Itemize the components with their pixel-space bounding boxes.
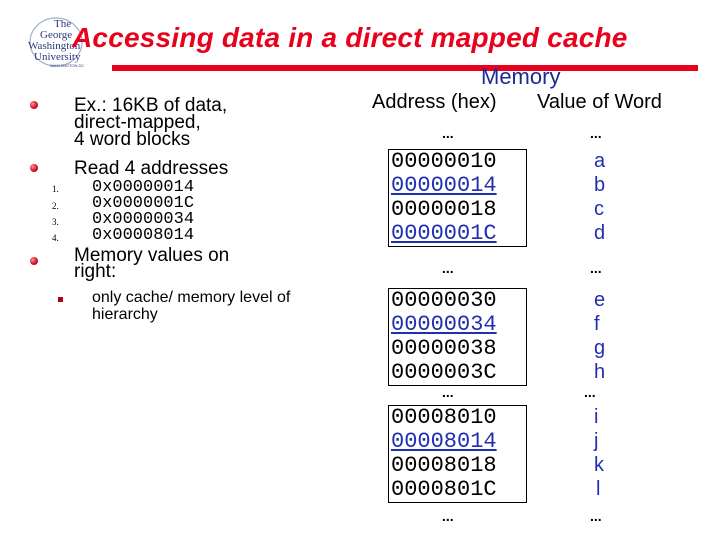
example-line-3: 4 word blocks: [74, 129, 191, 150]
ellipsis: ...: [590, 260, 602, 276]
memory-value: e: [594, 289, 606, 311]
read-addresses-label: Read 4 addresses: [74, 158, 229, 179]
memory-address: 00008014: [391, 429, 497, 454]
memory-block-3: [388, 405, 527, 503]
memory-value: l: [596, 478, 601, 500]
address-column-header: Address (hex): [372, 91, 497, 113]
memory-address: 0000003C: [391, 360, 497, 385]
memory-address: 00000010: [391, 149, 497, 174]
memory-value: a: [594, 150, 606, 172]
list-number: 4.: [52, 233, 59, 243]
memory-value: k: [594, 454, 604, 476]
logo-line-4: University: [34, 51, 81, 63]
university-logo: The George Washington University WASHING…: [26, 14, 112, 70]
ellipsis: ...: [442, 384, 454, 400]
logo-line-1: The: [54, 18, 71, 30]
memory-address: 00000030: [391, 288, 497, 313]
memory-values-line-1: Memory values on: [74, 245, 230, 266]
bullet-icon: [30, 257, 38, 265]
subbullet-line-1: only cache/ memory level of: [92, 289, 291, 306]
memory-address: 00000038: [391, 336, 497, 361]
memory-value: i: [594, 406, 599, 428]
bullet-icon: [30, 101, 38, 109]
title-underline: [112, 65, 698, 71]
memory-values-line-2: right:: [74, 261, 117, 282]
square-bullet-icon: [58, 297, 63, 302]
memory-value: g: [594, 337, 606, 359]
memory-address: 0000801C: [391, 477, 497, 502]
example-line-2: direct-mapped,: [74, 112, 201, 133]
ellipsis: ...: [590, 508, 602, 524]
memory-address: 00008018: [391, 453, 497, 478]
memory-value: b: [594, 174, 606, 196]
ellipsis: ...: [442, 125, 454, 141]
ellipsis: ...: [590, 125, 602, 141]
example-line-1: Ex.: 16KB of data,: [74, 95, 228, 116]
read-address: 0x00000014: [92, 178, 195, 197]
memory-address: 00000034: [391, 312, 497, 337]
memory-address: 0000001C: [391, 221, 497, 246]
value-column-header: Value of Word: [537, 91, 662, 113]
read-address: 0x00000034: [92, 210, 195, 229]
memory-value: f: [594, 313, 600, 335]
memory-value: d: [594, 222, 606, 244]
logo-line-3: Washington: [28, 40, 81, 52]
memory-heading: Memory: [481, 64, 561, 89]
memory-value: c: [594, 198, 604, 220]
memory-address: 00000018: [391, 197, 497, 222]
memory-value: j: [594, 430, 599, 452]
memory-value: h: [594, 361, 606, 383]
slide-title: Accessing data in a direct mapped cache: [72, 22, 628, 53]
ellipsis: ...: [584, 384, 596, 400]
memory-address: 00008010: [391, 405, 497, 430]
memory-block-2: [388, 288, 527, 386]
list-number: 2.: [52, 201, 59, 211]
read-address: 0x00008014: [92, 226, 195, 245]
logo-line-5: WASHINGTON DC: [50, 63, 84, 68]
bullet-icon: [30, 164, 38, 172]
memory-block-1: [388, 149, 527, 247]
memory-address: 00000014: [391, 173, 497, 198]
list-number: 3.: [52, 217, 59, 227]
list-number: 1.: [52, 184, 59, 194]
ellipsis: ...: [442, 260, 454, 276]
read-address: 0x0000001C: [92, 194, 195, 213]
ellipsis: ...: [442, 508, 454, 524]
logo-line-2: George: [40, 29, 72, 41]
subbullet-line-2: hierarchy: [92, 306, 158, 323]
